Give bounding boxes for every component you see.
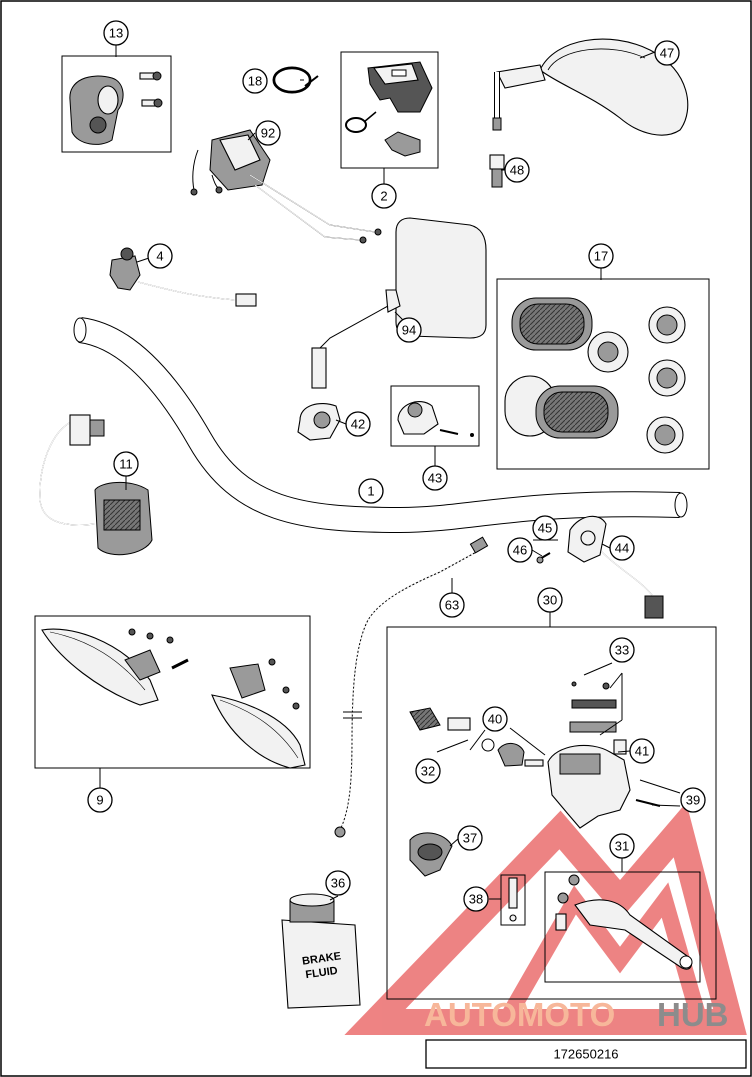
callout-label: 41 xyxy=(635,744,649,759)
callout-32: 32 xyxy=(415,758,441,784)
watermark-text-left: AUTOMOTO xyxy=(424,996,615,1033)
clutch-switch xyxy=(109,247,257,307)
callout-label: 4 xyxy=(156,249,163,264)
watermark-text-right: HUB xyxy=(657,996,729,1033)
callout-label: 48 xyxy=(510,163,524,178)
pin-box xyxy=(500,874,526,926)
hotstart-part xyxy=(397,401,474,437)
mode-switch-part xyxy=(345,61,433,157)
brake-line xyxy=(334,536,489,838)
callout-label: 63 xyxy=(445,598,459,613)
callout-label: 47 xyxy=(660,46,674,61)
callout-31: 31 xyxy=(609,833,635,859)
callout-36: 36 xyxy=(325,870,351,896)
callout-label: 94 xyxy=(402,323,416,338)
callout-label: 39 xyxy=(686,793,700,808)
callout-44: 44 xyxy=(609,535,635,561)
grips-part xyxy=(504,297,686,454)
callout-47: 47 xyxy=(654,40,680,66)
handguards-part xyxy=(41,628,306,769)
callout-94: 94 xyxy=(396,317,422,343)
mirror-adapter xyxy=(489,154,505,188)
grips-box xyxy=(496,278,710,470)
brake-fluid-bottle xyxy=(281,893,361,1009)
watermark-triangle xyxy=(344,802,747,1035)
brake-lever-part xyxy=(555,874,693,970)
callout-4: 4 xyxy=(147,243,173,269)
callout-label: 37 xyxy=(463,831,477,846)
brake-fluid-label-line2: FLUID xyxy=(305,965,339,981)
brake-lever-cover xyxy=(409,832,453,877)
throttle-assembly xyxy=(190,129,382,244)
master-cylinder-part xyxy=(409,681,661,829)
callout-label: 17 xyxy=(594,249,608,264)
switch-box xyxy=(340,51,439,169)
callout-17: 17 xyxy=(588,243,614,269)
pin-part xyxy=(508,877,518,922)
mirror xyxy=(492,38,689,136)
callout-label: 44 xyxy=(615,541,629,556)
callout-42: 42 xyxy=(345,411,371,437)
callout-label: 1 xyxy=(367,484,374,499)
callout-label: 40 xyxy=(488,712,502,727)
callout-label: 46 xyxy=(513,543,527,558)
callout-label: 31 xyxy=(615,839,629,854)
handlebar xyxy=(73,317,688,534)
callout-2: 2 xyxy=(371,183,397,209)
clamp xyxy=(297,402,341,441)
drawing-number: 172650216 xyxy=(553,1047,618,1062)
callout-label: 45 xyxy=(538,521,552,536)
callout-label: 92 xyxy=(261,126,275,141)
left-switch xyxy=(39,414,153,556)
callout-label: 43 xyxy=(428,471,442,486)
callout-45: 45 xyxy=(532,515,558,541)
plate-mirror xyxy=(311,217,487,389)
right-switch xyxy=(536,515,664,619)
callout-30: 30 xyxy=(537,587,563,613)
callout-48: 48 xyxy=(504,157,530,183)
watermark-inner-triangle xyxy=(498,882,708,1026)
callout-label: 13 xyxy=(109,26,123,41)
handguards-box xyxy=(34,615,311,769)
switch-housing-part xyxy=(69,71,163,145)
callout-18: 18 xyxy=(242,68,268,94)
callout-40: 40 xyxy=(482,706,508,732)
drawing-number-box xyxy=(425,1039,747,1069)
callout-11: 11 xyxy=(113,451,139,477)
callout-label: 38 xyxy=(469,892,483,907)
callout-43: 43 xyxy=(422,465,448,491)
callout-label: 11 xyxy=(119,457,133,472)
callout-1: 1 xyxy=(358,478,384,504)
callout-92: 92 xyxy=(255,120,281,146)
master-cylinder-box xyxy=(386,626,717,1000)
callout-label: 32 xyxy=(421,764,435,779)
watermark xyxy=(344,802,747,1035)
callout-63: 63 xyxy=(439,592,465,618)
callout-41: 41 xyxy=(629,738,655,764)
callout-label: 42 xyxy=(351,417,365,432)
callout-33: 33 xyxy=(609,637,635,663)
brake-fluid-label-line1: BRAKE xyxy=(301,950,341,967)
callout-37: 37 xyxy=(457,825,483,851)
callout-39: 39 xyxy=(680,787,706,813)
callout-label: 30 xyxy=(543,593,557,608)
callout-label: 36 xyxy=(331,876,345,891)
callout-label: 2 xyxy=(380,189,387,204)
cable-tie xyxy=(272,66,319,94)
callout-13: 13 xyxy=(103,20,129,46)
callout-label: 33 xyxy=(615,643,629,658)
callout-label: 18 xyxy=(248,74,262,89)
callout-label: 9 xyxy=(96,793,103,808)
callout-9: 9 xyxy=(87,787,113,813)
callout-38: 38 xyxy=(463,886,489,912)
callout-46: 46 xyxy=(507,537,533,563)
